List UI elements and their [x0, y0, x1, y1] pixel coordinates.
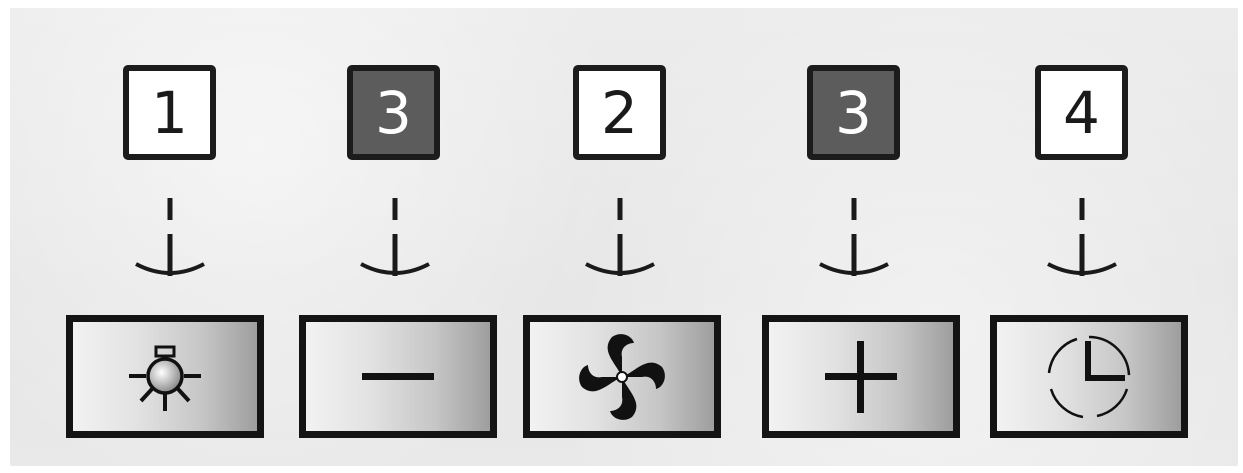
timer-button[interactable] — [990, 315, 1188, 438]
step-number-light: 1 — [123, 65, 216, 160]
arrow-down-icon — [585, 198, 655, 276]
plus-button[interactable] — [762, 315, 960, 438]
light-bulb-icon — [129, 345, 201, 411]
step-number-fan: 2 — [573, 65, 666, 160]
clock-icon — [1047, 335, 1131, 418]
arrow-down-icon — [819, 198, 889, 276]
arrow-down-icon — [135, 198, 205, 276]
fan-icon — [579, 333, 665, 420]
arrow-down-icon — [360, 198, 430, 276]
minus-icon — [362, 372, 434, 380]
arrow-down-icon — [1047, 198, 1117, 276]
step-number-timer: 4 — [1035, 65, 1128, 160]
step-number-plus: 3 — [807, 65, 900, 160]
step-number-minus: 3 — [347, 65, 440, 160]
minus-button[interactable] — [299, 315, 497, 438]
plus-icon — [825, 340, 897, 413]
fan-button[interactable] — [523, 315, 721, 438]
control-panel-diagram: 1 3 2 3 4 — [10, 8, 1238, 466]
light-button[interactable] — [66, 315, 264, 438]
